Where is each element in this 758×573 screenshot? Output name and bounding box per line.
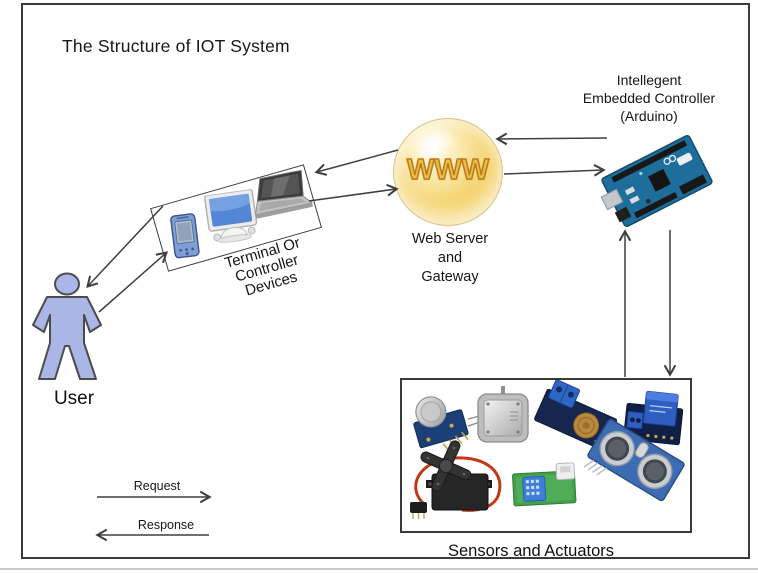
arduino-board-icon	[600, 134, 713, 228]
ultrasonic-sensor-icon	[583, 418, 685, 502]
diagram-border	[21, 3, 750, 559]
user-label: User	[53, 388, 95, 409]
servo-motor-icon	[410, 440, 502, 519]
gas-sensor-icon	[413, 396, 469, 452]
user-person-icon	[32, 272, 102, 380]
sensors-actuators-box	[400, 378, 692, 533]
humidity-sensor-icon	[512, 462, 577, 507]
www-globe-icon: WWW	[393, 118, 503, 226]
sensors-actuators-label: Sensors and Actuators	[447, 542, 614, 560]
sensors-collage	[410, 380, 685, 519]
legend-response-label: Response	[137, 518, 195, 532]
voltage-sensor-icon	[534, 380, 618, 451]
terminal-devices-box	[150, 164, 322, 272]
pda-icon	[170, 213, 200, 259]
www-text: WWW	[406, 153, 490, 187]
web-server-label: Web Server and Gateway	[411, 231, 489, 285]
desktop-computer-icon	[204, 188, 258, 243]
relay-module-icon	[623, 390, 684, 446]
laptop-icon	[254, 169, 314, 219]
diagram-title: The Structure of IOT System	[62, 36, 290, 56]
stepper-motor-icon	[467, 386, 529, 443]
scan-edge-line	[0, 568, 758, 570]
embedded-controller-label: Intellegent Embedded Controller (Arduino…	[582, 72, 716, 124]
legend-request-label: Request	[133, 479, 181, 493]
